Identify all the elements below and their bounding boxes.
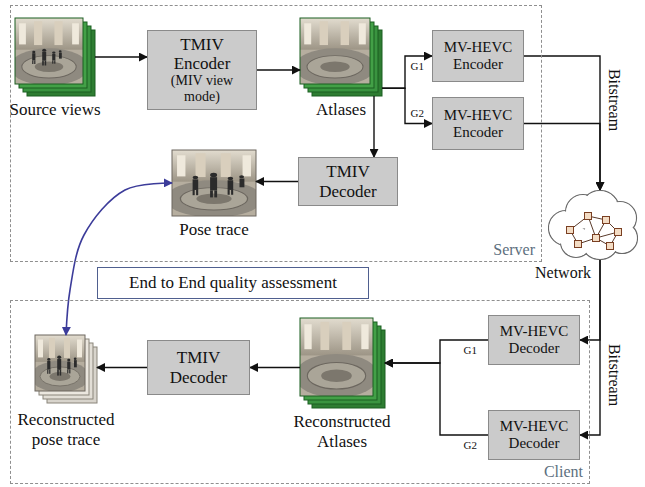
- flow-arrow: [382, 88, 432, 123]
- image-caption: Reconstructed Atlases: [282, 412, 402, 451]
- image-frame: Pose trace: [172, 150, 256, 216]
- group-label: G1: [411, 61, 424, 72]
- box-label: TMIV Decoder: [312, 162, 384, 200]
- flow-arrow: [256, 181, 298, 182]
- flow-arrow: [385, 363, 488, 435]
- bitstream-label: Bitstream: [606, 344, 622, 406]
- flow-arrow: [524, 56, 600, 190]
- flow-arrow: [580, 260, 600, 435]
- group-label: G1: [464, 345, 477, 356]
- process-box: TMIV Encoder(MIV view mode): [147, 30, 257, 110]
- server-region: Server Source views TMIV Encoder(MIV view …: [10, 5, 542, 262]
- process-box: TMIV Decoder: [298, 157, 398, 206]
- box-label: MV-HEVC Decoder: [493, 418, 575, 452]
- image-caption: Reconstructed pose trace: [4, 410, 128, 449]
- flow-arrow: [257, 69, 300, 70]
- image-stack: Reconstructed pose trace: [35, 335, 97, 403]
- region-label: Server: [493, 241, 535, 259]
- text-stack: MV-HEVC Encoder: [437, 39, 519, 73]
- box-label: TMIV Decoder: [163, 348, 235, 386]
- comparison-arrow: [66, 183, 172, 335]
- text-stack: TMIV Encoder(MIV view mode): [166, 35, 238, 104]
- text-stack: MV-HEVC Decoder: [493, 323, 575, 357]
- cloud-outline: [548, 190, 638, 260]
- pose-trace-image: [165, 150, 262, 217]
- text-stack: TMIV Decoder: [163, 348, 235, 386]
- region-label: Client: [544, 463, 583, 481]
- flow-arrow: [97, 367, 147, 368]
- client-region: ClientMV-HEVC DecoderMV-HEVC DecoderReco…: [10, 300, 590, 484]
- box-label: MV-HEVC Decoder: [493, 323, 575, 357]
- image-stack: Atlases: [300, 18, 382, 96]
- box-label: MV-HEVC Encoder: [437, 39, 519, 73]
- reconstructed-pose-trace-stack: [31, 335, 97, 403]
- text-stack: MV-HEVC Encoder: [437, 107, 519, 141]
- flow-arrow: [524, 124, 600, 191]
- image-stack: Reconstructed Atlases: [300, 318, 385, 408]
- flow-arrow: [95, 56, 147, 57]
- image-caption: Atlases: [301, 100, 381, 120]
- text-stack: End to End quality assessment: [129, 273, 337, 292]
- image-caption: Source views: [5, 100, 105, 120]
- reconstructed-atlases-stack: [294, 318, 385, 408]
- process-box: MV-HEVC Encoder: [432, 97, 524, 150]
- process-box: MV-HEVC Encoder: [432, 30, 524, 82]
- image-stack: Source views: [15, 18, 95, 96]
- image-caption: Pose trace: [164, 220, 264, 240]
- bitstream-label: Bitstream: [606, 69, 622, 131]
- process-box: MV-HEVC Decoder: [488, 410, 580, 460]
- group-label: G2: [464, 440, 477, 451]
- box-label: End to End quality assessment: [129, 273, 337, 292]
- atlases-stack: [294, 18, 382, 96]
- flow-arrow: [385, 340, 488, 363]
- flow-arrow: [373, 96, 374, 157]
- assessment-box: End to End quality assessment: [97, 267, 369, 299]
- flow-arrow: [382, 56, 432, 88]
- box-label: TMIV Encoder: [166, 35, 238, 73]
- flow-arrow: [250, 367, 300, 368]
- box-sublabel: (MIV view mode): [166, 73, 238, 104]
- text-stack: MV-HEVC Decoder: [493, 418, 575, 452]
- source-views-stack: [10, 18, 95, 96]
- process-box: MV-HEVC Decoder: [488, 315, 580, 365]
- group-label: G2: [411, 108, 424, 119]
- box-label: MV-HEVC Encoder: [437, 107, 519, 141]
- image-caption: Network: [533, 264, 593, 282]
- process-box: TMIV Decoder: [147, 340, 250, 395]
- text-stack: TMIV Decoder: [312, 162, 384, 200]
- network-cloud: Network: [548, 190, 638, 260]
